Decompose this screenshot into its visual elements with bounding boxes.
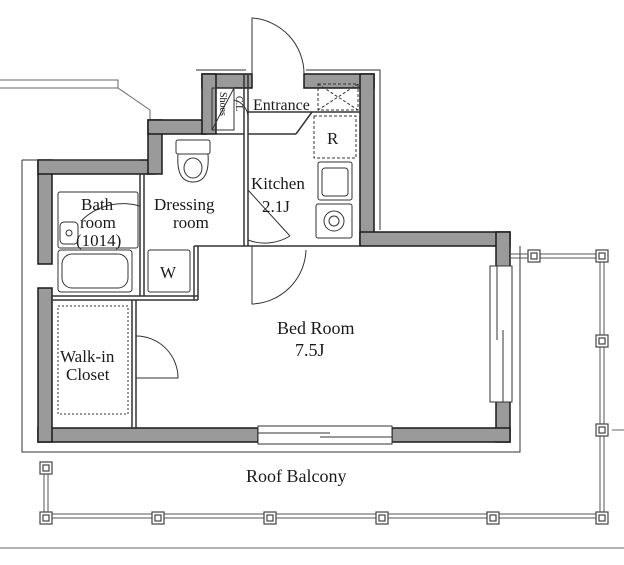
bathtub-icon [57,249,133,293]
bath-label-line2: room [80,213,116,232]
toilet-icon [175,139,211,183]
balcony-label: Roof Balcony [246,466,347,486]
closet-small-label: C.L [233,96,244,111]
doors [81,17,307,379]
closet-rail [57,305,129,415]
shoe-box-icon [317,83,359,111]
outer-outline [21,69,521,453]
room-labels: Entrance Shoes C.L R Kitchen 2.1J Dressi… [60,92,355,486]
kitchen-label: Kitchen [251,174,305,193]
walkin-label-line2: Closet [66,365,110,384]
bath-label-line1: Bath [81,195,114,214]
bath-code-label: (1014) [76,231,121,250]
entrance-label: Entrance [253,97,310,114]
balcony-posts [39,249,609,525]
washer-icon [147,249,191,293]
refrigerator-icon [313,115,357,159]
sink-icon [317,161,353,201]
interior-walls [52,74,360,428]
dressing-label-line2: room [173,213,209,232]
exterior-walls [37,73,511,443]
washer-label: W [160,263,177,282]
shoes-closet-icon [211,87,235,131]
bedroom-label: Bed Room [277,318,355,338]
bedroom-size-label: 7.5J [295,340,325,360]
washbasin-icon [57,191,139,249]
refrigerator-label: R [327,129,339,148]
dressing-label-line1: Dressing [154,195,215,214]
windows [257,265,513,445]
stove-icon [315,203,353,239]
site-boundary-lines [0,79,624,549]
kitchen-size-label: 2.1J [262,197,290,216]
walkin-label-line1: Walk-in [60,347,115,366]
shoes-label: Shoes [217,92,228,116]
fixtures [57,83,359,415]
